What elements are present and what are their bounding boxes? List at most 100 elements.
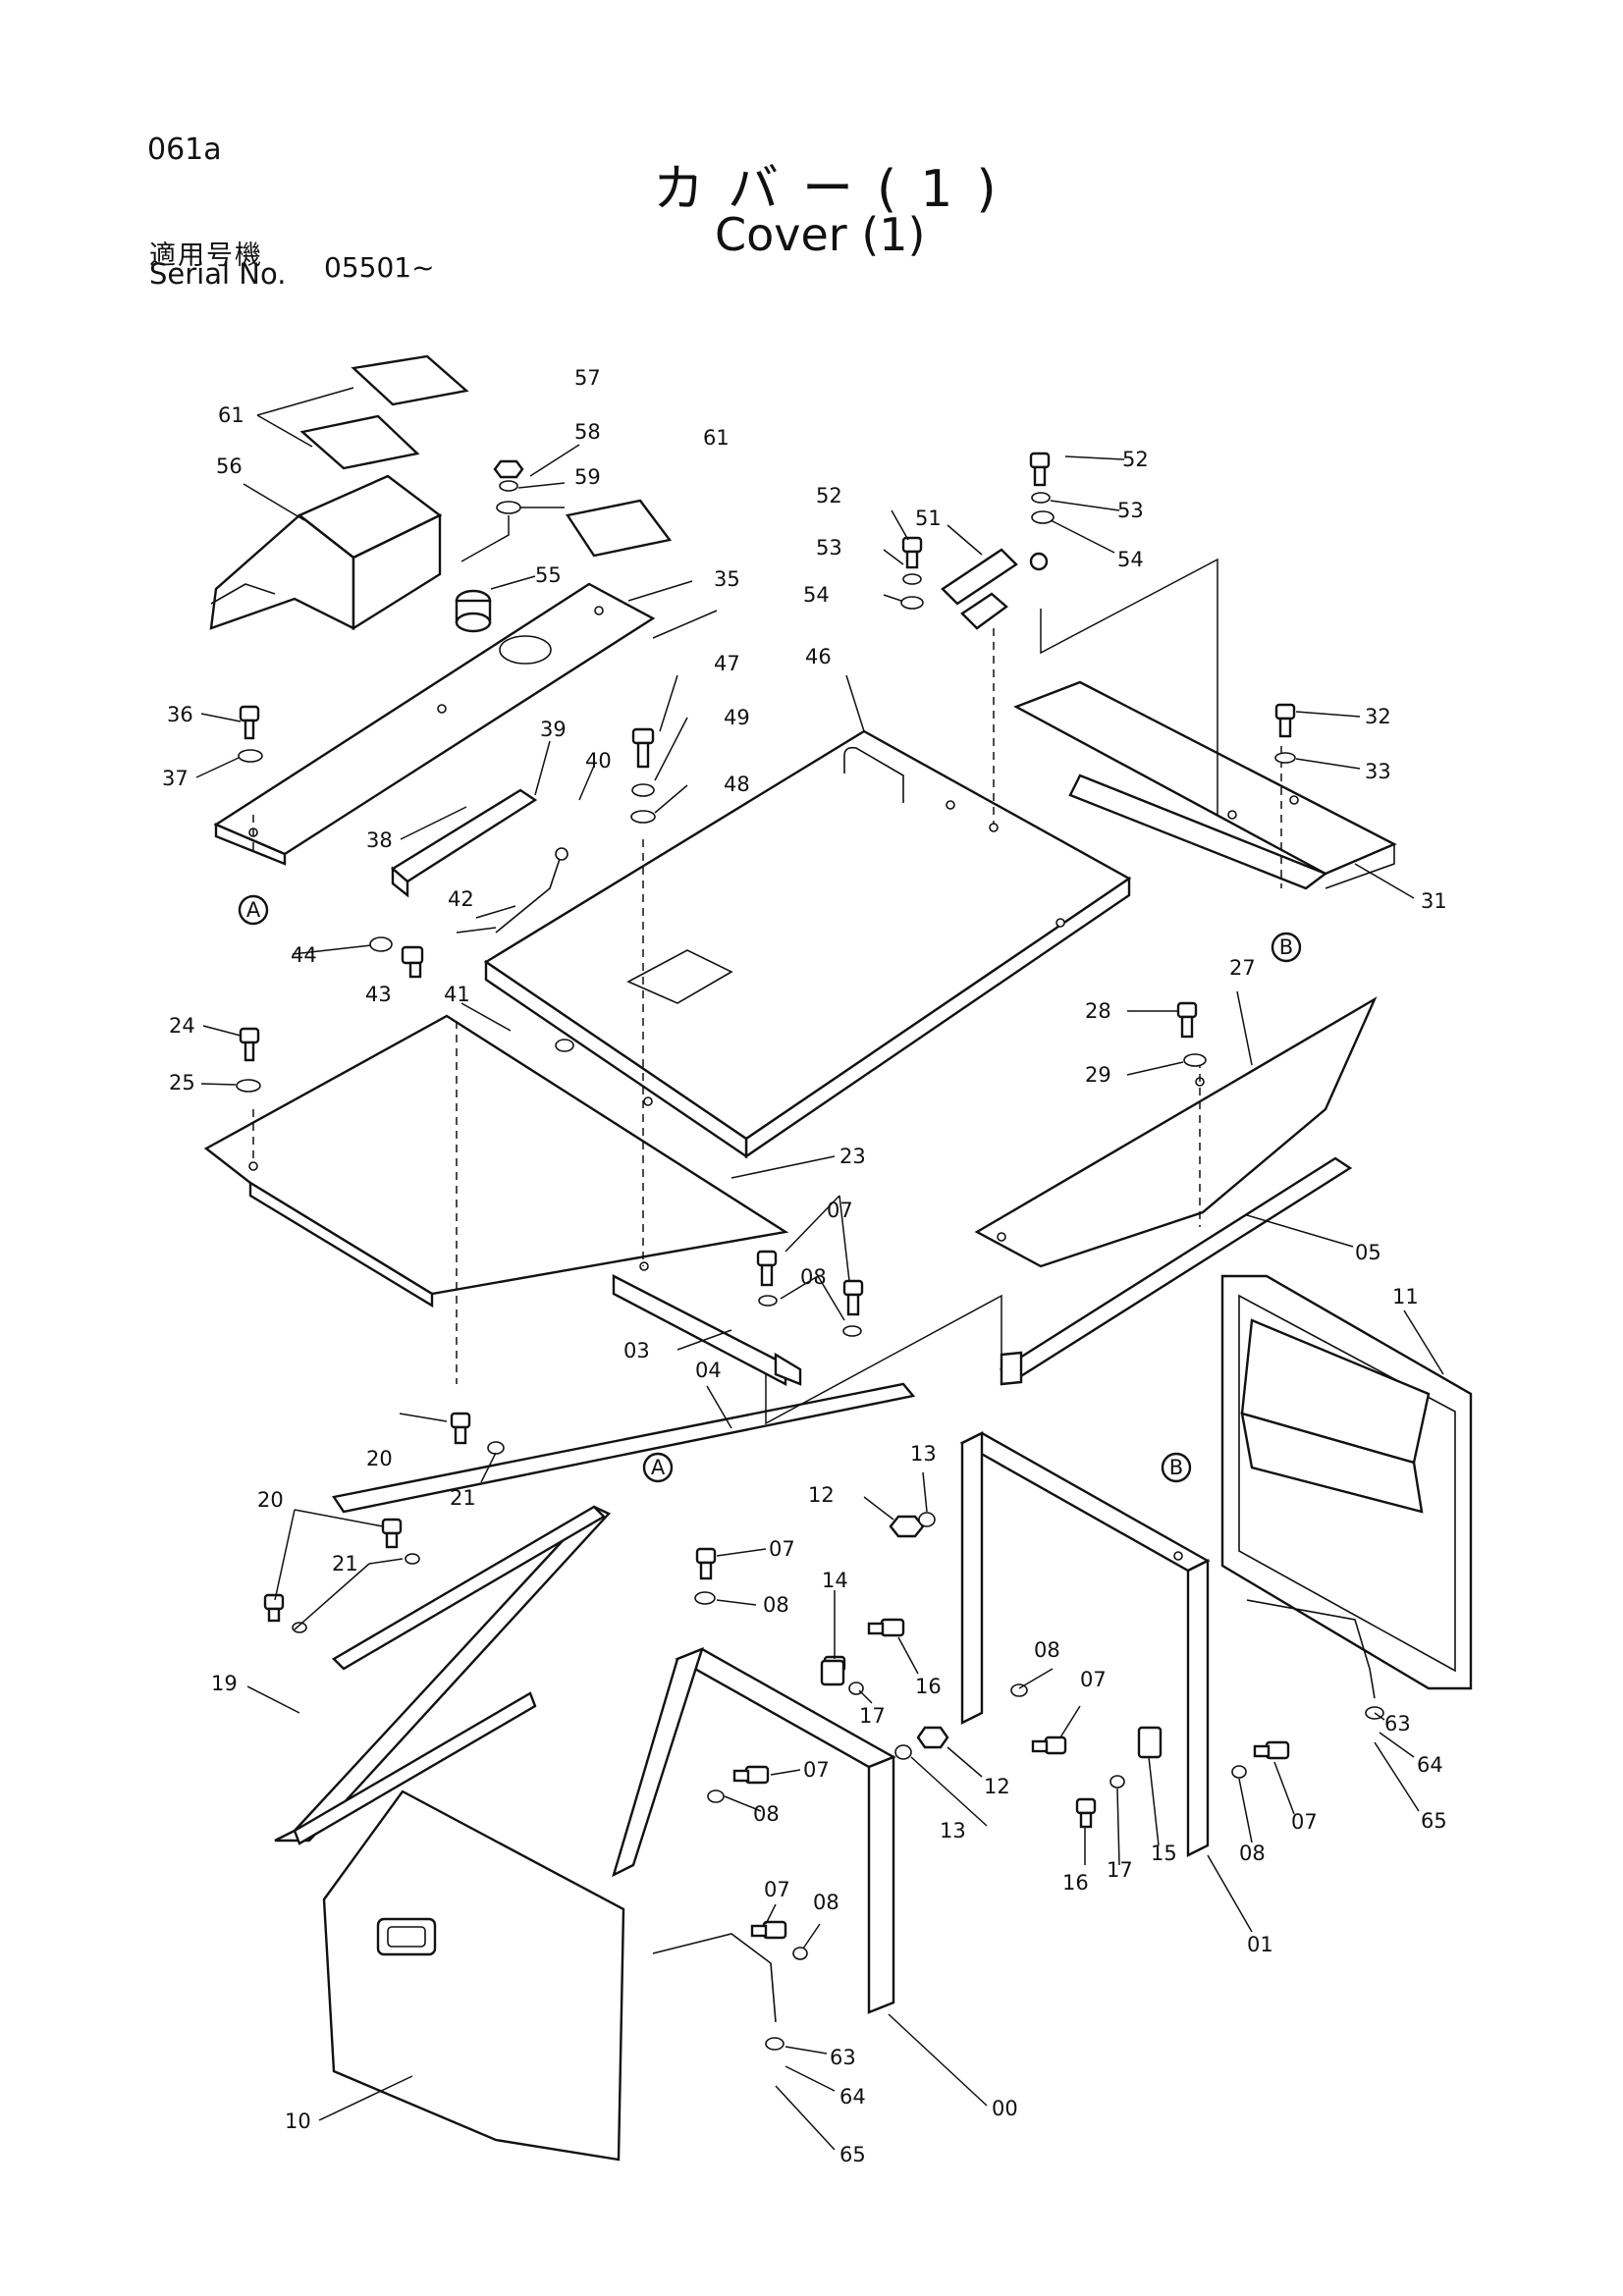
part-callout: 36 — [167, 703, 193, 726]
part-callout: 19 — [211, 1672, 238, 1695]
part-callout: 57 — [574, 366, 601, 390]
part-callout: 03 — [623, 1339, 650, 1362]
part-11-door — [1220, 1274, 1473, 1690]
part-callout: 08 — [753, 1802, 780, 1826]
part-callout: 56 — [216, 454, 243, 478]
part-31-plate — [1013, 680, 1397, 890]
part-callout: 21 — [332, 1552, 358, 1575]
part-callout: 55 — [535, 563, 562, 587]
part-callout: 49 — [724, 706, 750, 729]
part-callout: 40 — [585, 749, 612, 773]
part-callout: 64 — [839, 2085, 866, 2109]
page-title-japanese: カバー(1) — [653, 160, 1020, 219]
part-55-grommet — [455, 589, 492, 633]
part-callout: 65 — [839, 2143, 866, 2166]
part-56-cover — [209, 474, 443, 631]
part-callout: 07 — [769, 1537, 795, 1561]
part-callout: 25 — [169, 1071, 195, 1095]
fasteners — [236, 452, 1384, 2051]
part-01-frame — [959, 1431, 1211, 1857]
part-callout: 17 — [1107, 1858, 1133, 1882]
part-callout: 15 — [1151, 1842, 1177, 1865]
part-callout: 63 — [1384, 1712, 1411, 1735]
part-callout: 04 — [695, 1359, 722, 1382]
part-callout: 16 — [915, 1675, 942, 1698]
part-callout: 07 — [1291, 1810, 1318, 1834]
part-46-floor-plate — [483, 729, 1132, 1159]
part-04-rail — [332, 1382, 916, 1514]
part-callout: 54 — [803, 583, 830, 607]
part-callout: 12 — [984, 1775, 1010, 1798]
part-callout: 53 — [816, 536, 842, 560]
part-callout: 39 — [540, 718, 567, 741]
part-callout: 14 — [822, 1569, 848, 1592]
part-23-panel — [203, 1014, 789, 1308]
part-39-hinge-bar — [390, 788, 538, 898]
part-00-frame — [612, 1646, 896, 2014]
reference-markers: A B A B — [238, 894, 1302, 1483]
part-callout: 48 — [724, 773, 750, 796]
alignment-lines — [252, 558, 1282, 1425]
part-callout: 44 — [291, 943, 317, 967]
leader-lines — [195, 387, 1444, 2151]
part-callout: 10 — [285, 2109, 311, 2133]
part-callout: 07 — [827, 1199, 853, 1222]
part-callout: 20 — [257, 1488, 284, 1512]
part-callout: 29 — [1085, 1063, 1111, 1087]
part-callout: 07 — [803, 1758, 830, 1782]
part-callout: 27 — [1229, 956, 1256, 980]
part-callout: 47 — [714, 652, 740, 675]
part-callout: 52 — [1122, 448, 1149, 471]
part-callout: 53 — [1117, 499, 1144, 522]
part-callouts: 61 61 57 58 59 56 55 35 36 37 39 40 38 4… — [162, 366, 1447, 2166]
serial-label: Serial No. — [149, 257, 287, 291]
part-callout: 33 — [1365, 760, 1391, 783]
part-callout: 13 — [940, 1819, 966, 1842]
part-callout: 08 — [1239, 1842, 1266, 1865]
ref-marker: B — [1169, 1456, 1183, 1479]
part-callout: 51 — [915, 507, 942, 530]
part-callout: 64 — [1417, 1753, 1443, 1777]
page-title: Cover (1) — [715, 208, 926, 261]
part-callout: 23 — [839, 1145, 866, 1168]
part-callout: 59 — [574, 465, 601, 489]
part-callout: 24 — [169, 1014, 195, 1038]
part-callout: 35 — [714, 567, 740, 591]
part-callout: 42 — [448, 887, 474, 911]
part-callout: 01 — [1247, 1933, 1273, 1956]
part-35-plate — [213, 582, 656, 866]
part-callout: 41 — [444, 983, 470, 1006]
serial-number-range: 05501~ — [324, 251, 435, 284]
part-callout: 52 — [816, 484, 842, 507]
part-callout: 37 — [162, 767, 189, 790]
part-callout: 46 — [805, 645, 832, 668]
ref-marker: A — [246, 898, 261, 922]
part-61-pads — [299, 354, 673, 558]
part-callout: 21 — [450, 1486, 476, 1510]
part-callout: 00 — [992, 2097, 1018, 2120]
part-callout: 07 — [764, 1878, 790, 1901]
part-callout: 65 — [1421, 1809, 1447, 1833]
part-callout: 08 — [800, 1265, 827, 1289]
part-callout: 58 — [574, 420, 601, 444]
part-callout: 43 — [365, 983, 392, 1006]
part-10-door — [322, 1789, 625, 2162]
part-callout: 08 — [1034, 1638, 1060, 1662]
part-callout: 08 — [763, 1593, 789, 1617]
page-code: 061a — [147, 133, 222, 167]
part-callout: 28 — [1085, 999, 1111, 1023]
part-callout: 05 — [1355, 1241, 1381, 1264]
part-callout: 20 — [366, 1447, 393, 1470]
part-callout: 32 — [1365, 705, 1391, 728]
part-callout: 38 — [366, 828, 393, 852]
part-callout: 17 — [859, 1704, 886, 1728]
part-callout: 07 — [1080, 1668, 1107, 1691]
part-callout: 11 — [1392, 1285, 1419, 1308]
part-callout: 61 — [703, 426, 730, 450]
ref-marker: B — [1279, 935, 1293, 959]
part-40-latch-rod — [495, 847, 568, 934]
part-03-bracket — [612, 1274, 802, 1386]
part-callout: 16 — [1062, 1871, 1089, 1895]
serial-label-japanese: 適用号機 — [149, 240, 263, 271]
